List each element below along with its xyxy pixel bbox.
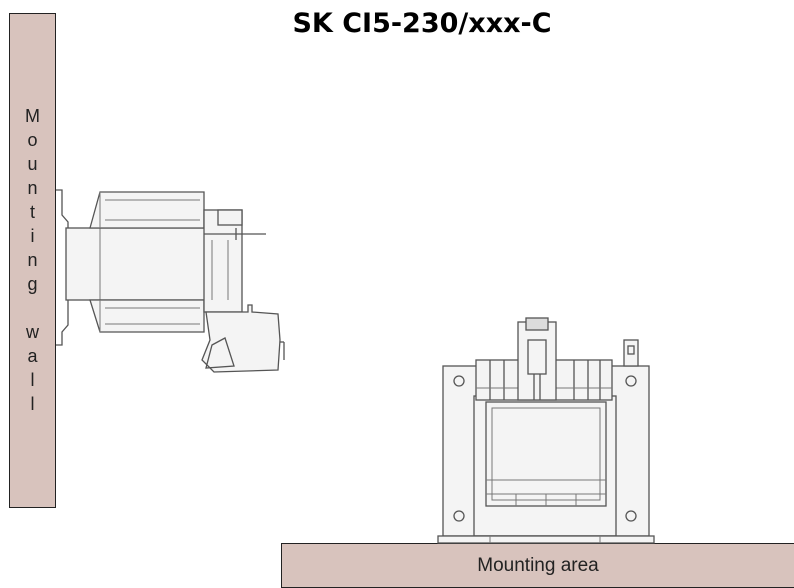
mounting-hole-bottom-right: [625, 510, 637, 522]
transformer-side-view: [56, 189, 285, 373]
side-terminal-cover: [201, 304, 281, 373]
side-terminal-block: [203, 209, 243, 313]
front-base: [437, 535, 655, 544]
side-upper-coil: [89, 191, 205, 229]
mounting-wall: M o u n t i n g w a l l: [9, 13, 56, 508]
diagram-title: SK CI5-230/xxx-C: [292, 8, 552, 39]
mounting-hole-top-right: [625, 375, 637, 387]
front-winding: [485, 401, 607, 507]
transformer-front-view: [437, 317, 655, 544]
mounting-hole-bottom-left: [453, 510, 465, 522]
mounting-wall-label: M o u n t i n g w a l l: [25, 106, 40, 414]
mounting-area-label: Mounting area: [477, 555, 599, 576]
mounting-hole-top-left: [453, 375, 465, 387]
side-lower-coil: [89, 299, 205, 333]
side-core: [65, 227, 207, 301]
tab-terminal: [623, 339, 639, 367]
